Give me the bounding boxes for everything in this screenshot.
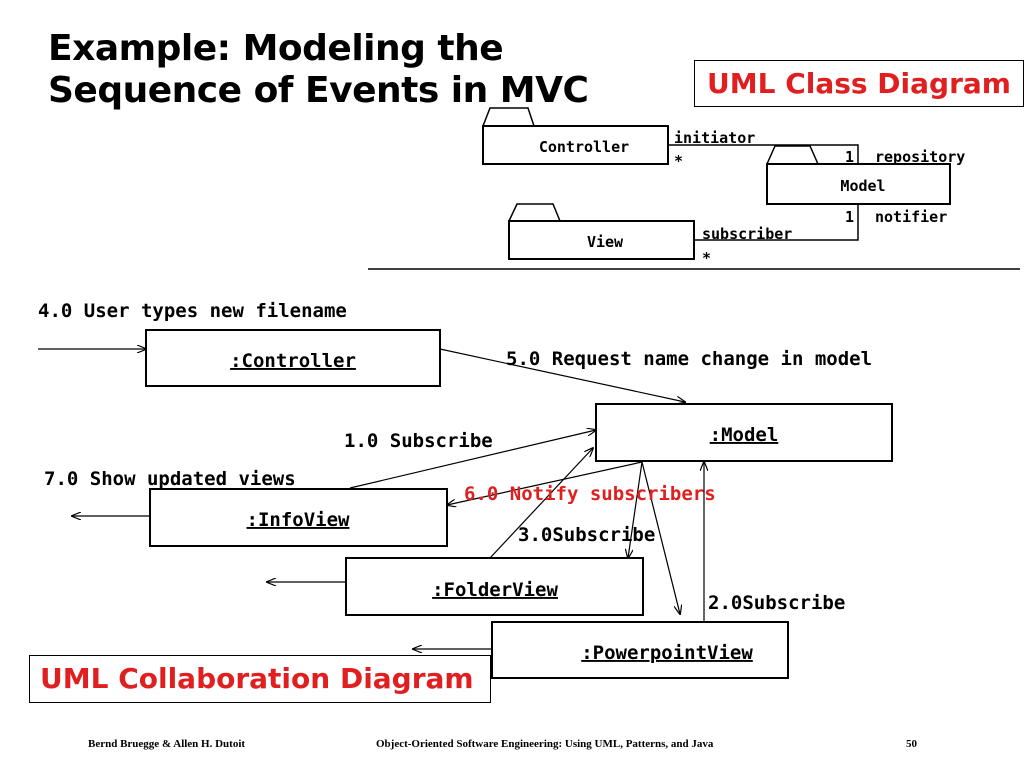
message-3: 3.0Subscribe (518, 524, 655, 546)
role-repository-multiplicity: 1 (845, 148, 854, 166)
object-infoview-name: :InfoView (247, 509, 351, 531)
class-controller-name: Controller (539, 138, 629, 156)
object-infoview-box (149, 488, 448, 547)
footer-book-title: Object-Oriented Software Engineering: Us… (376, 738, 714, 750)
slide-title: Example: Modeling the Sequence of Events… (48, 28, 589, 112)
class-controller-tab (482, 107, 535, 127)
assoc-controller-model (668, 144, 859, 164)
object-folderview-box (345, 557, 644, 616)
class-view-name: View (587, 233, 624, 251)
footer-page-number: 50 (906, 738, 917, 750)
role-repository: repository (875, 148, 965, 166)
role-notifier-multiplicity: 1 (845, 208, 854, 226)
link-infoview-model (349, 430, 596, 489)
object-controller: :Controller (145, 329, 441, 387)
object-powerpointview-box (491, 621, 789, 679)
slide-title-line-1: Example: Modeling the (48, 28, 504, 69)
link-folderview-model (489, 448, 593, 559)
class-diagram-label: UML Class Diagram (694, 60, 1024, 107)
class-view: View (508, 203, 695, 260)
assoc-view-model (694, 204, 859, 241)
link-model-infoview (447, 461, 643, 505)
class-controller: Controller (482, 107, 669, 165)
link-model-powerpointview (641, 461, 680, 614)
object-folderview: :FolderView (345, 557, 644, 616)
object-powerpointview-name: :PowerpointView (581, 642, 753, 664)
message-7: 7.0 Show updated views (44, 468, 296, 490)
class-view-tab (508, 203, 561, 222)
object-model-box (595, 403, 893, 462)
link-controller-model (439, 348, 685, 402)
object-folderview-name: :FolderView (432, 579, 558, 601)
message-6: 6.0 Notify subscribers (464, 483, 716, 505)
message-2: 2.0Subscribe (708, 592, 845, 614)
message-5: 5.0 Request name change in model (506, 348, 872, 370)
collaboration-diagram-label: UML Collaboration Diagram (29, 655, 491, 703)
collaboration-diagram: :Controller :Model :InfoView :FolderView… (38, 300, 893, 679)
class-view-box (508, 220, 695, 260)
role-initiator: initiator (674, 129, 755, 147)
role-subscriber: subscriber (702, 225, 792, 243)
message-4: 4.0 User types new filename (38, 300, 347, 322)
object-powerpointview: :PowerpointView (491, 621, 789, 679)
message-1: 1.0 Subscribe (344, 430, 493, 452)
object-controller-name: :Controller (230, 350, 356, 372)
class-diagram: Controller Model View initiator * 1 repo… (482, 107, 965, 267)
role-subscriber-multiplicity: * (702, 249, 711, 267)
object-model: :Model (595, 403, 893, 462)
object-model-name: :Model (710, 424, 779, 446)
class-controller-box (482, 125, 669, 165)
role-initiator-multiplicity: * (674, 152, 683, 170)
slide-title-line-2: Sequence of Events in MVC (48, 70, 589, 111)
class-model-tab (766, 145, 819, 165)
class-model-name: Model (840, 177, 885, 195)
role-notifier: notifier (875, 208, 947, 226)
footer-authors: Bernd Bruegge & Allen H. Dutoit (88, 738, 246, 750)
object-controller-box (145, 329, 441, 387)
object-infoview: :InfoView (149, 488, 448, 547)
link-model-folderview (628, 461, 643, 558)
